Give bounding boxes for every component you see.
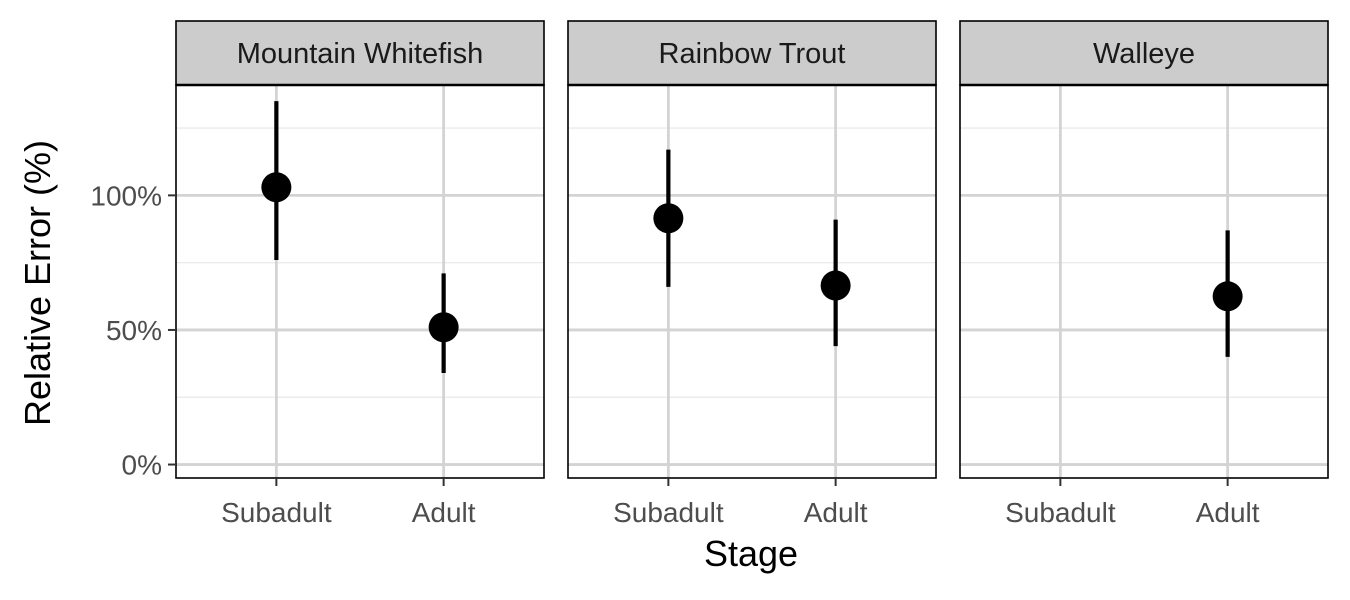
data-point (261, 172, 292, 203)
y-axis-title: Relative Error (%) (17, 140, 58, 426)
facet-title: Rainbow Trout (659, 38, 846, 70)
y-tick-label: 0% (122, 450, 162, 481)
x-tick-label: Adult (412, 497, 476, 528)
data-point (1212, 281, 1243, 312)
panel-background (176, 85, 544, 478)
x-tick-label: Adult (804, 497, 868, 528)
x-tick-label: Subadult (613, 497, 724, 528)
facet-strip (959, 20, 1329, 86)
facet-title: Walleye (1093, 38, 1195, 70)
y-tick-label: 50% (106, 315, 162, 346)
x-tick-label: Adult (1196, 497, 1260, 528)
facet-strip (567, 20, 937, 86)
panel-background (960, 85, 1328, 478)
facet-title: Mountain Whitefish (237, 38, 484, 70)
data-point (653, 203, 684, 234)
x-tick-label: Subadult (221, 497, 332, 528)
y-tick-label: 100% (90, 180, 162, 211)
x-tick-label: Subadult (1005, 497, 1116, 528)
facet-strip (175, 20, 545, 86)
data-point (428, 312, 459, 343)
panel-background (568, 85, 936, 478)
x-axis-title: Stage (704, 533, 798, 574)
data-point (820, 270, 851, 301)
